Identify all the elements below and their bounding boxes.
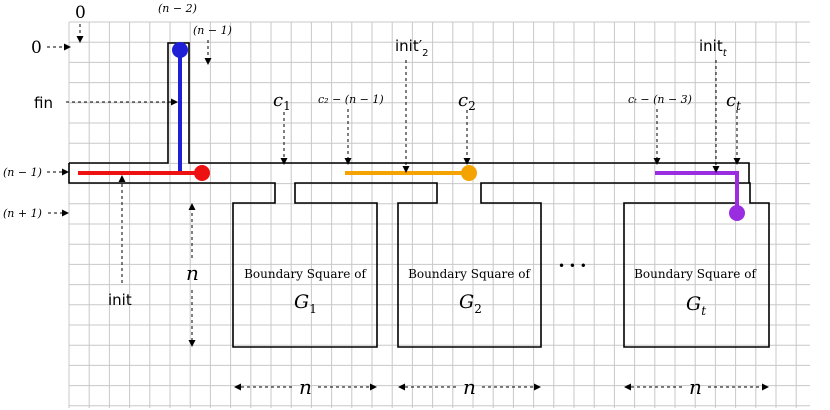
paths: [78, 42, 745, 221]
label-n-minus-1-top: (n − 1): [193, 24, 232, 37]
label-n-plus-1-row: (n + 1): [3, 207, 42, 220]
purple-endpoint: [729, 205, 745, 221]
purple-path: [655, 171, 739, 213]
red-endpoint: [194, 165, 210, 181]
blue-endpoint: [172, 42, 188, 58]
label-c1: c1: [273, 90, 291, 113]
top-corridor-wall: [68, 163, 770, 348]
label-init: init: [108, 291, 132, 309]
orange-endpoint: [461, 165, 477, 181]
label-n-minus-2: (n − 2): [158, 2, 197, 15]
label-width-n1: n: [299, 375, 312, 399]
corridor-walls: [68, 42, 770, 348]
label-width-n2: n: [463, 375, 476, 399]
label-ct-minus: cₜ − (n − 3): [628, 93, 692, 106]
label-zero-col: 0: [75, 3, 86, 23]
label-zero-row: 0: [31, 38, 42, 58]
box2-graph-name: G2: [459, 291, 482, 316]
dashed-arrows: [47, 24, 769, 391]
labels: 0 0 (n − 2) (n − 1) fin (n − 1) (n + 1) …: [3, 2, 757, 399]
box3-title: Boundary Square of: [634, 267, 757, 281]
label-c2: c2: [458, 90, 476, 113]
label-c2-minus: c₂ − (n − 1): [318, 93, 384, 106]
label-n-minus-1-row: (n − 1): [3, 166, 42, 179]
label-width-n3: n: [689, 375, 702, 399]
label-fin: fin: [34, 94, 53, 112]
label-dots: • • •: [558, 259, 587, 273]
label-ct: ct: [726, 90, 741, 113]
label-initt: initt: [699, 37, 728, 59]
label-n-side: n: [186, 261, 199, 285]
box1-title: Boundary Square of: [244, 267, 367, 281]
box3-graph-name: Gt: [686, 293, 706, 318]
box2-title: Boundary Square of: [408, 267, 531, 281]
label-init2: init′2: [395, 37, 429, 59]
upper-wall: [69, 42, 750, 183]
box1-graph-name: G1: [294, 291, 317, 316]
